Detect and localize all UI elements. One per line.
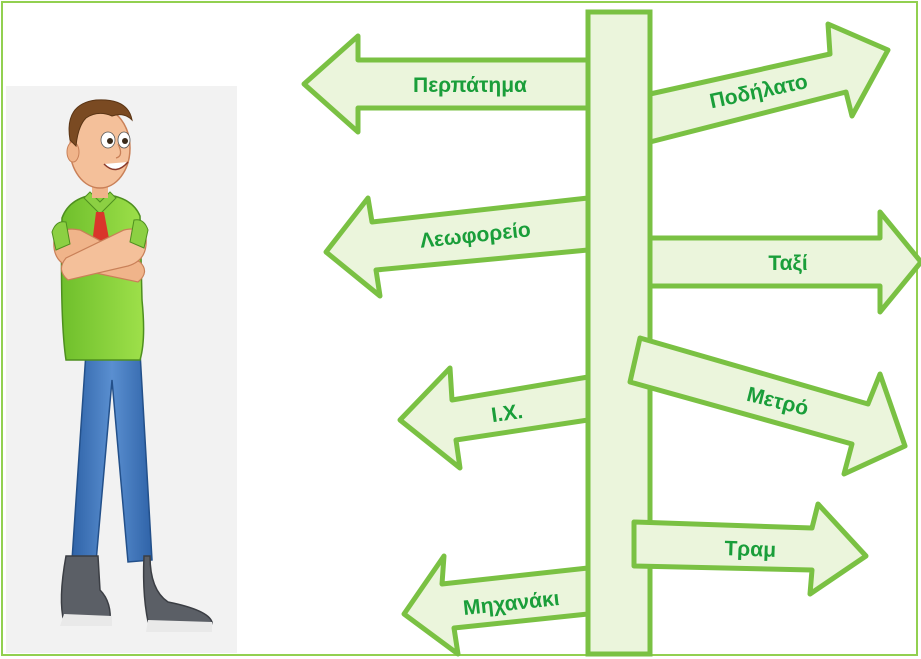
sign-arrow-taxi [647,209,921,315]
sign-label-taxi: Ταξί [768,252,808,275]
sign-label-tram: Τραμ [724,537,776,562]
sign-label-car: Ι.Χ. [490,400,524,427]
sign-arrow-walking [301,33,591,135]
sign-arrow-bus [323,195,591,299]
man-illustration [51,99,213,632]
sign-arrow-bicycle [647,21,891,145]
sign-arrow-car [397,365,591,471]
sign-label-walking: Περπάτημα [413,74,527,97]
sign-arrow-metro [627,335,908,477]
sign-arrow-motorbike [401,553,591,657]
sign-arrow-tram [631,501,869,597]
